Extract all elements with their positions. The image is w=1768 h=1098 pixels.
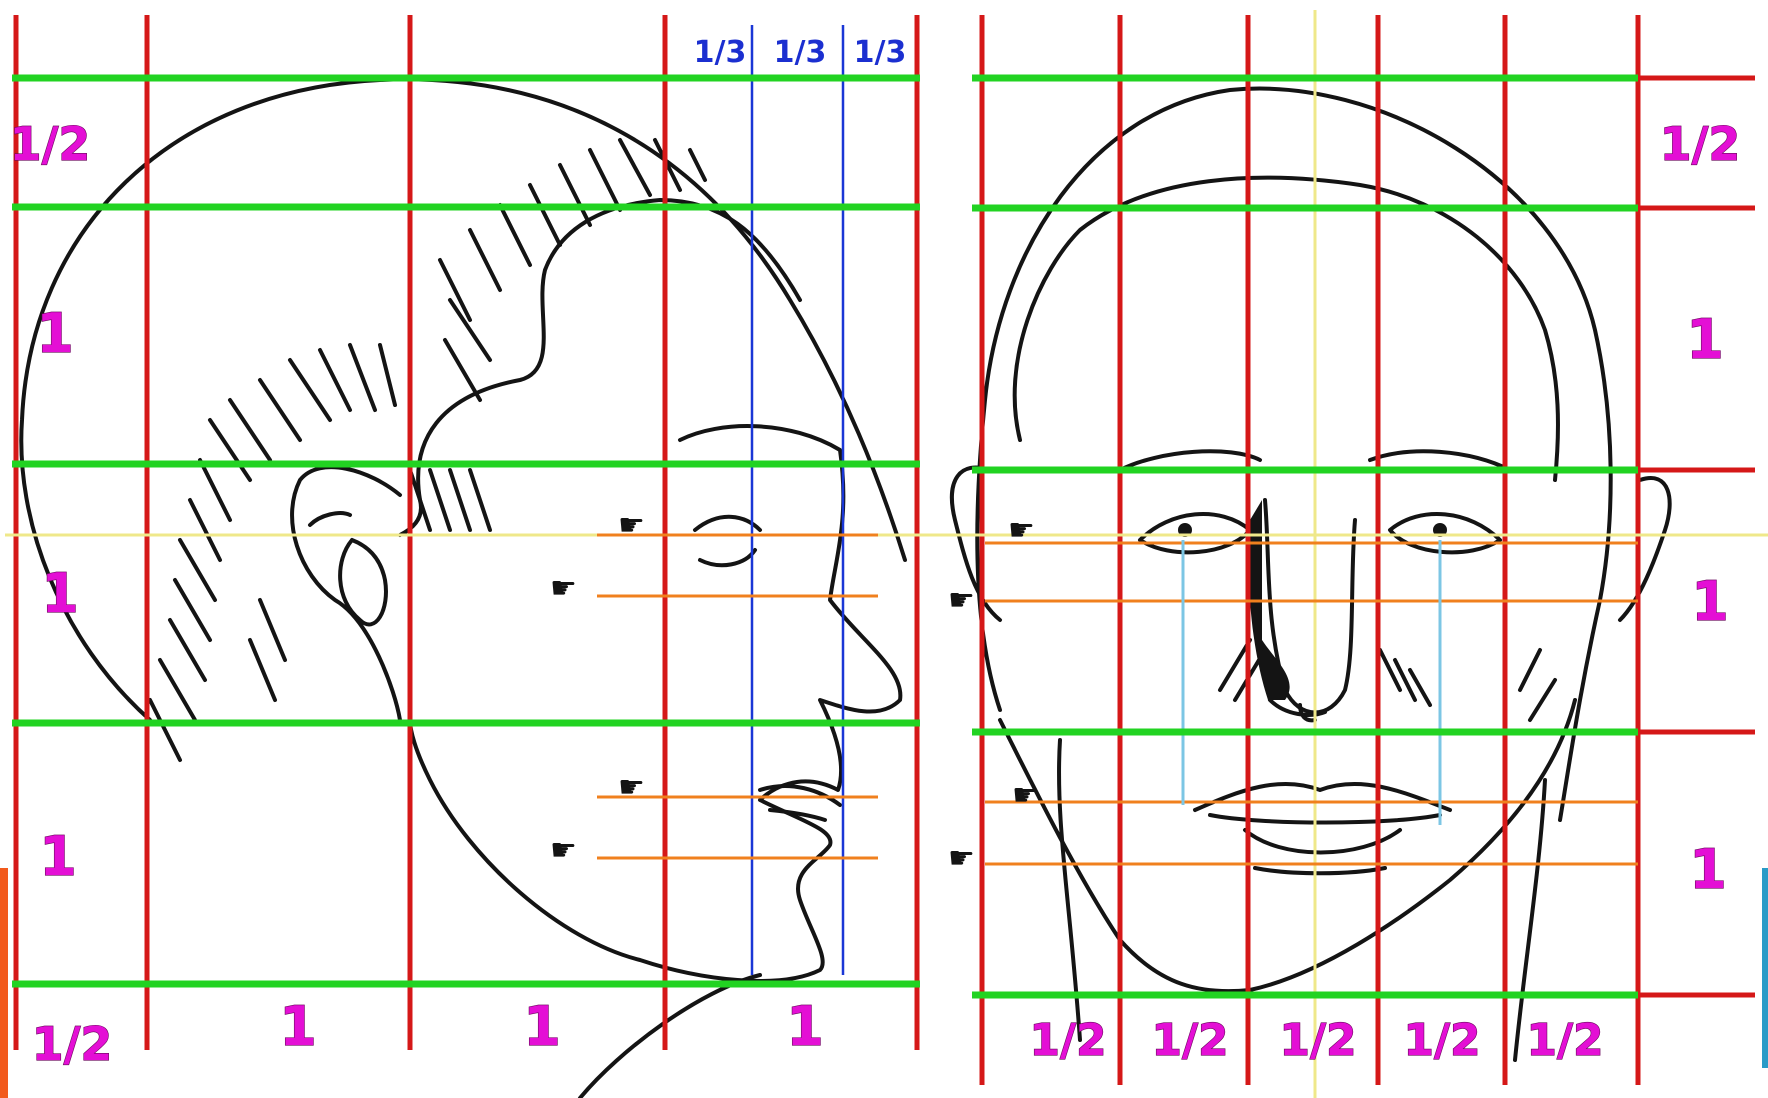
profile-head-sketch <box>21 79 905 1098</box>
column-label: 1/2 <box>1029 1015 1106 1066</box>
pointer-icon: ☛ <box>550 571 577 606</box>
third-label: 1/3 <box>854 35 907 70</box>
profile-top-thirds: 1/3 1/3 1/3 <box>694 35 907 70</box>
pointer-icon: ☛ <box>1008 513 1035 548</box>
front-head-sketch <box>952 89 1670 1060</box>
column-label: 1/2 <box>1403 1015 1480 1066</box>
thirds-lines <box>752 25 843 975</box>
column-label: 1 <box>786 995 824 1058</box>
row-label: 1 <box>39 825 77 888</box>
column-label: 1/2 <box>1279 1015 1356 1066</box>
pointer-icon: ☛ <box>948 841 975 876</box>
eye-drop-lines <box>1183 540 1440 825</box>
third-label: 1/3 <box>694 35 747 70</box>
front-right-labels: 1/2 1 1 1 <box>1660 117 1741 901</box>
pointer-icon: ☛ <box>550 833 577 868</box>
row-label: 1/2 <box>1660 117 1741 171</box>
pointer-icon: ☛ <box>948 583 975 618</box>
row-label: 1/2 <box>10 117 91 171</box>
pointer-icon: ☛ <box>618 508 645 543</box>
row-label: 1 <box>41 562 79 625</box>
row-label: 1 <box>1691 570 1729 633</box>
left-edge-bar <box>0 868 8 1098</box>
column-label: 1/2 <box>1526 1015 1603 1066</box>
column-label: 1 <box>523 995 561 1058</box>
right-edge-bar <box>1762 868 1768 1068</box>
row-label: 1 <box>1689 838 1727 901</box>
column-label: 1/2 <box>32 1017 113 1071</box>
pointer-icon: ☛ <box>618 770 645 805</box>
third-label: 1/3 <box>774 35 827 70</box>
column-label: 1 <box>279 995 317 1058</box>
row-label: 1 <box>1686 308 1724 371</box>
column-label: 1/2 <box>1151 1015 1228 1066</box>
pointer-icon: ☛ <box>1012 778 1039 813</box>
row-label: 1 <box>36 302 74 365</box>
profile-bottom-labels: 1/2 1 1 1 <box>32 995 824 1071</box>
profile-left-labels: 1/2 1 1 1 <box>10 117 91 888</box>
